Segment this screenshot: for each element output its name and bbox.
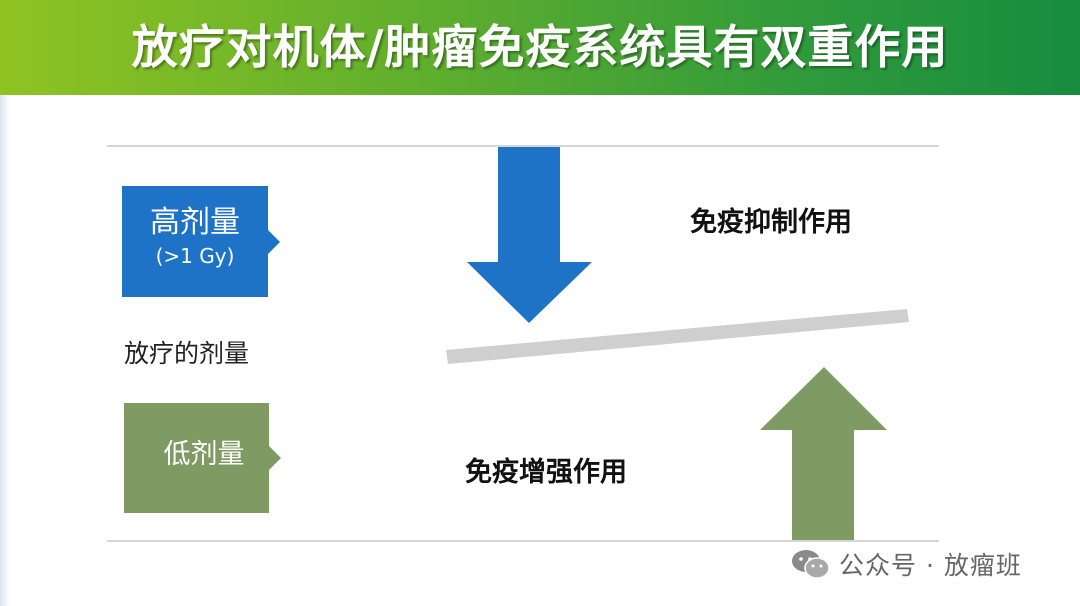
high-dose-box: 高剂量 (>1 Gy) <box>122 186 280 297</box>
dose-axis-caption: 放疗的剂量 <box>124 339 250 368</box>
low-dose-pointer <box>269 446 281 470</box>
high-dose-label: 高剂量 <box>150 205 240 240</box>
title-banner <box>0 0 1080 95</box>
low-dose-box: 低剂量 <box>124 403 281 513</box>
low-dose-label: 低剂量 <box>163 439 245 470</box>
high-dose-threshold: (>1 Gy) <box>155 244 235 268</box>
down-arrow <box>467 147 592 323</box>
high-dose-pointer <box>268 230 280 254</box>
watermark-text: 公众号 · 放瘤班 <box>839 551 1022 580</box>
left-edge-shade <box>0 95 10 606</box>
wechat-icon <box>792 550 830 579</box>
suppression-effect-label: 免疫抑制作用 <box>690 207 852 238</box>
top-divider <box>107 145 939 147</box>
balance-bar <box>446 309 909 364</box>
up-arrow <box>760 367 887 540</box>
enhancement-effect-label: 免疫增强作用 <box>465 457 627 488</box>
slide-title: 放疗对机体/肿瘤免疫系统具有双重作用 <box>131 20 949 74</box>
watermark: 公众号 · 放瘤班 <box>791 544 1022 584</box>
bottom-divider <box>107 540 939 542</box>
